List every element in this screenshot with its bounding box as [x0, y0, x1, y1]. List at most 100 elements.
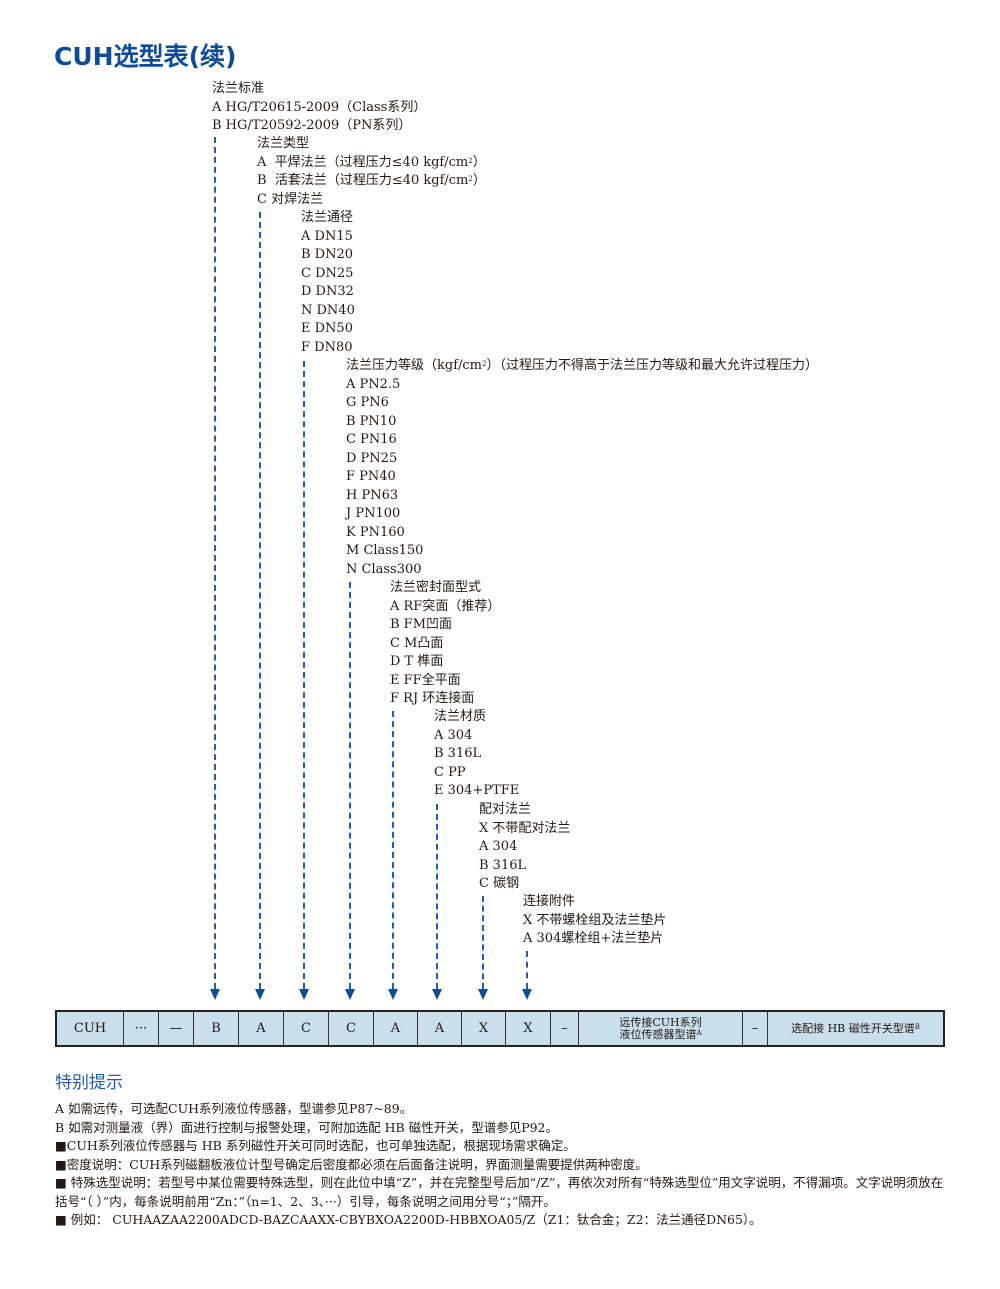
note-item: ■ 特殊选型说明：若型号中某位需要特殊选型，则在此位中填“Z”，并在完整型号后加…: [55, 1175, 944, 1209]
connector-line-flange-diameter: [303, 361, 305, 989]
note-item: ■密度说明：CUH系列磁翻板液位计型号确定后密度都必须在后面备注说明，界面测量需…: [55, 1156, 648, 1172]
group-heading: 法兰密封面型式: [390, 580, 482, 595]
code-cell-flange-material: A: [418, 1012, 462, 1045]
arrow-down-icon: [432, 989, 442, 1000]
arrow-down-icon: [388, 989, 398, 1000]
option: B PN10: [346, 413, 397, 429]
option: F PN40: [346, 469, 396, 484]
group-heading: 法兰类型: [257, 136, 310, 151]
option: E 304+PTFE: [434, 783, 520, 798]
option: H PN63: [346, 487, 399, 503]
option: A RF突面（推荐）: [390, 598, 501, 614]
arrow-down-icon: [345, 989, 355, 1000]
note-item: A 如需远传，可选配CUH系列液位传感器，型谱参见P87~89。: [55, 1101, 413, 1116]
code-cell-flange-diameter: C: [284, 1012, 329, 1045]
arrow-down-icon: [210, 989, 220, 1000]
option: M Class150: [346, 543, 424, 558]
option: F RJ 环连接面: [390, 691, 475, 706]
code-cell-mating-flange: X: [462, 1012, 506, 1045]
option: E FF全平面: [390, 672, 461, 688]
group-flange-material: 法兰材质 A 304 B 316L C PP E 304+PTFE: [434, 708, 519, 801]
footnote-marker: B: [914, 1022, 920, 1031]
option: X 不带螺栓组及法兰垫片: [523, 912, 667, 928]
option: A 304: [479, 839, 518, 854]
arrow-down-icon: [299, 989, 309, 1000]
group-mating-flange: 配对法兰 X 不带配对法兰 A 304 B 316L C 碳钢: [479, 801, 570, 894]
arrow-down-icon: [255, 989, 265, 1000]
option: B 活套法兰（过程压力≤40 kgf/cm2）: [257, 173, 486, 188]
group-flange-pressure: 法兰压力等级（kgf/cm2）（过程压力不得高于法兰压力等级和最大允许过程压力）…: [346, 357, 818, 579]
group-connection-accessories: 连接附件 X 不带螺栓组及法兰垫片 A 304螺栓组+法兰垫片: [523, 893, 666, 949]
group-flange-type: 法兰类型 A 平焊法兰（过程压力≤40 kgf/cm2） B 活套法兰（过程压力…: [257, 135, 486, 209]
note-item: ■ 例如： CUHAAZAA2200ADCD-BAZCAAXX-CBYBXOA2…: [55, 1212, 762, 1227]
hb-switch-text: 选配接 HB 磁性开关型谱: [791, 1021, 915, 1035]
code-cell-remote-sensor: 远传接CUH系列 液位传感器型谱A: [579, 1012, 743, 1045]
group-heading: 法兰压力等级（kgf/cm2）（过程压力不得高于法兰压力等级和最大允许过程压力）: [346, 358, 818, 373]
option: E DN50: [301, 321, 353, 336]
note-item: ■CUH系列液位传感器与 HB 系列磁性开关可同时选配，也可单独选配，根据现场需…: [55, 1138, 576, 1153]
option: A HG/T20615-2009（Class系列）: [212, 99, 427, 115]
connector-line-flange-pressure: [349, 582, 351, 989]
option: C DN25: [301, 265, 354, 281]
option: A 304螺栓组+法兰垫片: [523, 931, 664, 946]
option: X 不带配对法兰: [479, 820, 571, 836]
option: F DN80: [301, 339, 353, 355]
code-cell-flange-type: A: [239, 1012, 284, 1045]
option: D PN25: [346, 450, 398, 466]
footnote-marker: A: [696, 1028, 702, 1037]
group-flange-standard: 法兰标准 A HG/T20615-2009（Class系列） B HG/T205…: [212, 80, 426, 136]
code-cell-prefix: CUH: [57, 1012, 124, 1045]
option: A 平焊法兰（过程压力≤40 kgf/cm2）: [257, 154, 486, 170]
code-cell-flange-standard: B: [194, 1012, 239, 1045]
arrow-down-icon: [522, 989, 532, 1000]
option: A PN2.5: [346, 376, 401, 392]
option: A 304: [434, 727, 473, 743]
option: D DN32: [301, 284, 354, 299]
option: B DN20: [301, 247, 354, 262]
option: K PN160: [346, 524, 405, 540]
code-cell-separator: –: [551, 1012, 579, 1045]
option: D T 榫面: [390, 654, 444, 669]
remote-sensor-line1: 远传接CUH系列: [619, 1015, 702, 1029]
option: B 316L: [434, 746, 482, 761]
remote-sensor-line2: 液位传感器型谱A: [619, 1027, 702, 1041]
model-code-bar: CUH ··· — B A C C A A X X – 远传接CUH系列 液位传…: [55, 1010, 945, 1047]
group-heading: 法兰通径: [301, 210, 354, 225]
option: C M凸面: [390, 635, 444, 651]
option: B FM凹面: [390, 617, 453, 632]
group-flange-diameter: 法兰通径 A DN15 B DN20 C DN25 D DN32 N DN40 …: [301, 209, 355, 357]
group-heading: 配对法兰: [479, 802, 532, 817]
remote-sensor-line2-text: 液位传感器型谱: [619, 1027, 697, 1041]
connector-line-connection-accessories: [526, 951, 528, 989]
connector-line-flange-type: [259, 212, 261, 989]
connector-line-flange-sealing: [392, 711, 394, 989]
group-heading: 法兰标准: [212, 81, 265, 96]
code-cell-flange-pressure: C: [329, 1012, 374, 1045]
option: N Class300: [346, 561, 422, 577]
option: G PN6: [346, 395, 389, 410]
option: C 碳钢: [479, 876, 520, 891]
code-cell-ellipsis: ···: [124, 1012, 159, 1045]
option: C 对焊法兰: [257, 191, 324, 207]
option: J PN100: [346, 506, 401, 521]
option: B 316L: [479, 857, 527, 873]
option: B HG/T20592-2009（PN系列）: [212, 118, 412, 133]
option: N DN40: [301, 302, 355, 318]
group-flange-sealing: 法兰密封面型式 A RF突面（推荐） B FM凹面 C M凸面 D T 榫面 E…: [390, 579, 500, 709]
group-heading: 法兰材质: [434, 709, 487, 724]
note-item: B 如需对测量液（界）面进行控制与报警处理，可附加选配 HB 磁性开关，型谱参见…: [55, 1119, 559, 1135]
connector-line-flange-standard: [214, 137, 216, 989]
code-cell-dash: —: [159, 1012, 194, 1045]
connector-line-flange-material: [436, 804, 438, 989]
page-title: CUH选型表(续): [54, 42, 237, 71]
notes-title: 特别提示: [55, 1073, 123, 1093]
code-cell-connection-accessories: X: [506, 1012, 551, 1045]
group-heading: 连接附件: [523, 894, 576, 909]
connector-line-mating-flange: [482, 896, 484, 989]
option: C PN16: [346, 432, 397, 447]
arrow-down-icon: [478, 989, 488, 1000]
notes-list: A 如需远传，可选配CUH系列液位传感器，型谱参见P87~89。 B 如需对测量…: [55, 1100, 950, 1230]
option: A DN15: [301, 228, 353, 244]
code-cell-flange-sealing: A: [374, 1012, 418, 1045]
